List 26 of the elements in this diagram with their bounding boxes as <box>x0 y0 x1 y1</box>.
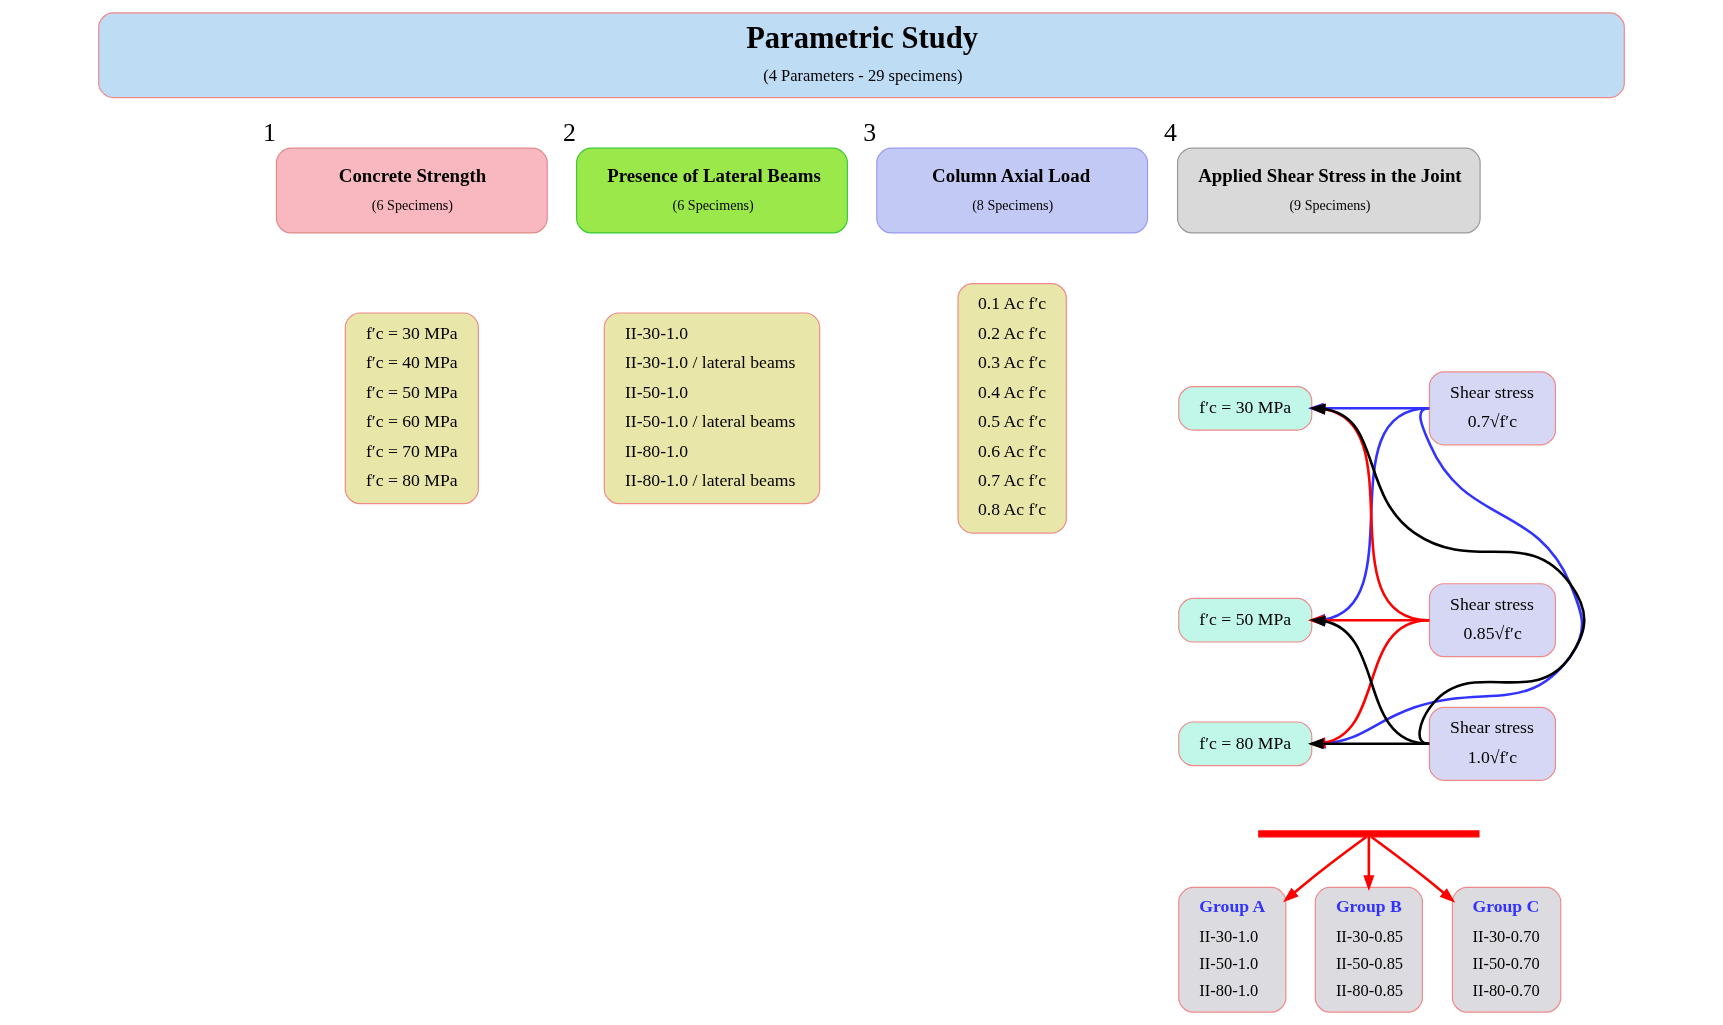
node-box: Shear stress 1.0√f′c <box>1428 706 1556 781</box>
node-box: Concrete Strength (6 Specimens) <box>275 147 548 234</box>
node-box: II-30-1.0 II-30-1.0 / lateral beams II-50-1.0 II-50-1.0 / lateral beams II-80-1.0 II-80-1.0 / lateral beams <box>603 312 821 505</box>
arrow <box>1363 837 1375 892</box>
node-box: Applied Shear Stress in the Joint (9 Specimens) <box>1176 147 1481 234</box>
node-box: Group B II-30-0.85 II-50-0.85 II-80-0.85 <box>1314 886 1423 1013</box>
node-box: f′c = 50 MPa <box>1178 597 1313 643</box>
node-bar <box>1258 830 1480 838</box>
node-label: 4 <box>1164 117 1177 147</box>
node-box: Group A II-30-1.0 II-50-1.0 II-80-1.0 <box>1178 886 1287 1013</box>
node-label: 3 <box>863 117 877 147</box>
node-box: Column Axial Load (8 Specimens) <box>876 147 1149 234</box>
node-box: Group C II-30-0.70 II-50-0.70 II-80-0.70 <box>1451 886 1562 1013</box>
node-box: f′c = 30 MPa f′c = 40 MPa f′c = 50 MPa f′c = 60 MPa f′c = 70 MPa f′c = 80 MPa <box>344 312 479 505</box>
node-box: Presence of Lateral Beams (6 Specimens) <box>576 147 848 234</box>
node-box: Parametric Study (4 Parameters - 29 specimens) <box>98 12 1625 99</box>
node-label: 2 <box>563 117 577 147</box>
node-box: Shear stress 0.85√f′c <box>1428 583 1556 658</box>
arrow <box>1283 835 1367 903</box>
node-box: f′c = 30 MPa <box>1178 385 1313 431</box>
arrow <box>1370 835 1456 903</box>
arrow <box>1307 738 1430 750</box>
node-box: 0.1 Ac f′c 0.2 Ac f′c 0.3 Ac f′c 0.4 Ac f′c 0.5 Ac f′c 0.6 Ac f′c 0.7 Ac f′c 0.8 Ac f′c <box>957 282 1067 534</box>
node-box: Shear stress 0.7√f′c <box>1428 371 1556 446</box>
node-box: f′c = 80 MPa <box>1178 721 1313 767</box>
node-label: 1 <box>262 117 276 147</box>
